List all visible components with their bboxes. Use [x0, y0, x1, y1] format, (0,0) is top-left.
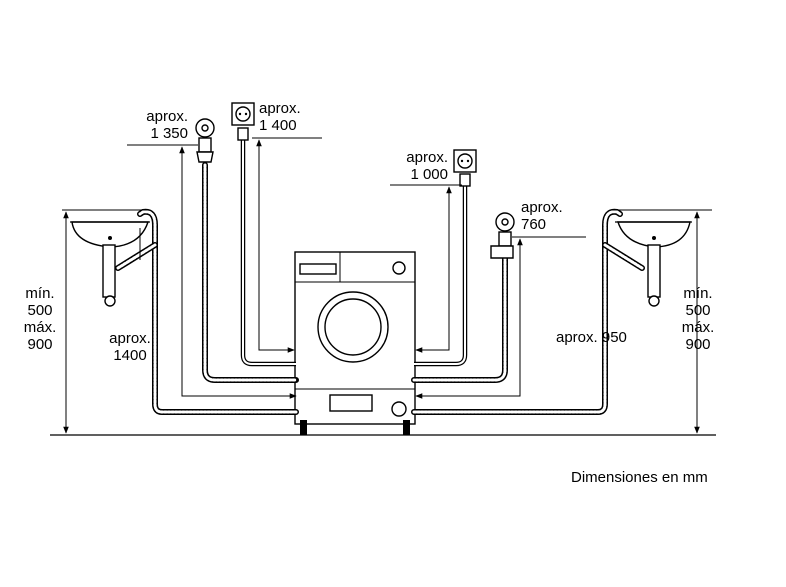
service-flap [329, 394, 373, 412]
sink-left [70, 221, 150, 307]
water-tap-right [490, 212, 515, 259]
dim-arrow-inlet-left [179, 146, 297, 399]
label-drain-hose-left: aprox. 1400 [109, 330, 151, 364]
water-tap-left [195, 118, 215, 163]
power-socket-right [453, 149, 477, 187]
power-cable-left [240, 140, 296, 367]
pump-cap [391, 401, 407, 417]
label-socket-right: aprox. 1 000 [406, 149, 448, 183]
label-water-tap-left: aprox. 1 350 [146, 108, 188, 142]
dim-arrow-cable-left [256, 139, 295, 353]
door-inner [324, 298, 382, 356]
washing-machine [294, 251, 416, 435]
dim-arrow-inlet-right [415, 238, 523, 399]
detergent-drawer [299, 263, 337, 275]
dim-arrow-cable-right [415, 186, 452, 353]
power-cable-right [414, 185, 468, 367]
label-drain-hose-right: aprox. 950 [556, 329, 627, 346]
units-note: Dimensiones en mm [571, 469, 708, 486]
program-knob [392, 261, 406, 275]
power-socket-left [231, 102, 255, 141]
label-water-tap-right: aprox. 760 [521, 199, 563, 233]
label-sink-height-right: mín. 500 máx. 900 [681, 285, 715, 353]
water-inlet-hose-left [202, 162, 299, 383]
label-sink-height-left: mín. 500 máx. 900 [23, 285, 57, 353]
label-socket-left: aprox. 1 400 [259, 100, 301, 134]
sink-right [615, 221, 692, 307]
